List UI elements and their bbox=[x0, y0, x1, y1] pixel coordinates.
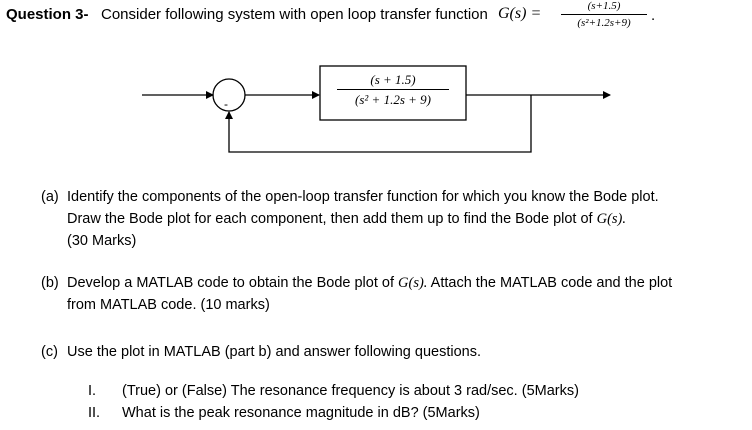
part-c-body: Use the plot in MATLAB (part b) and answ… bbox=[67, 344, 481, 360]
question-text: Consider following system with open loop… bbox=[101, 6, 488, 23]
part-a-math-g: G(s). bbox=[596, 211, 627, 227]
sub-question-2-number: II. bbox=[88, 405, 101, 421]
part-b-line-2: from MATLAB code. (10 marks) bbox=[67, 297, 270, 313]
sub-question-1: I. (True) or (False) The resonance frequ… bbox=[88, 383, 728, 405]
fraction-numerator: (s+1.5) bbox=[587, 0, 621, 12]
question-period: . bbox=[651, 7, 656, 24]
transfer-function-fraction: (s+1.5) (s²+1.2s+9) bbox=[561, 0, 647, 30]
sub-question-1-number: I. bbox=[88, 383, 97, 399]
part-a-marks: (30 Marks) bbox=[67, 233, 137, 249]
sub-question-2-text: What is the peak resonance magnitude in … bbox=[122, 405, 480, 421]
part-a-line-2: Draw the Bode plot for each component, t… bbox=[67, 208, 659, 230]
fraction-denominator: (s²+1.2s+9) bbox=[577, 17, 631, 29]
part-b-line-1-text: Develop a MATLAB code to obtain the Bode… bbox=[67, 275, 394, 291]
part-b-line-1: Develop a MATLAB code to obtain the Bode… bbox=[67, 272, 672, 294]
part-a-line-2-text: Draw the Bode plot for each component, t… bbox=[67, 211, 593, 227]
transfer-function-block bbox=[319, 65, 467, 121]
part-b-tag: (b) bbox=[41, 275, 59, 291]
part-b-line-1-after: Attach the MATLAB code and the plot bbox=[430, 275, 673, 291]
sub-question-1-text: (True) or (False) The resonance frequenc… bbox=[122, 383, 579, 399]
part-a-line-1: Identify the components of the open-loop… bbox=[67, 189, 659, 205]
part-a-tag: (a) bbox=[41, 189, 59, 205]
summing-minus-sign: - bbox=[224, 97, 228, 111]
summing-junction bbox=[212, 78, 246, 112]
block-denominator: (s² + 1.2s + 9) bbox=[355, 92, 431, 107]
part-b: (b) Develop a MATLAB code to obtain the … bbox=[41, 272, 741, 320]
part-c-tag: (c) bbox=[41, 344, 58, 360]
part-a: (a) Identify the components of the open-… bbox=[41, 186, 741, 256]
part-b-math-g: G(s). bbox=[398, 275, 428, 291]
block-transfer-function: (s + 1.5) (s² + 1.2s + 9) bbox=[320, 72, 466, 107]
part-b-body: Develop a MATLAB code to obtain the Bode… bbox=[67, 272, 672, 316]
block-numerator: (s + 1.5) bbox=[370, 72, 416, 87]
sub-question-2: II. What is the peak resonance magnitude… bbox=[88, 405, 728, 427]
block-fraction-bar bbox=[337, 89, 449, 90]
fraction-bar bbox=[561, 14, 647, 15]
question-header: Question 3- Consider following system wi… bbox=[6, 0, 746, 30]
transfer-function-name: G(s) = bbox=[498, 5, 542, 22]
part-c: (c) Use the plot in MATLAB (part b) and … bbox=[41, 341, 741, 365]
feedback-path bbox=[225, 95, 532, 153]
question-label: Question 3- bbox=[6, 6, 89, 23]
part-a-body: Identify the components of the open-loop… bbox=[67, 186, 659, 252]
